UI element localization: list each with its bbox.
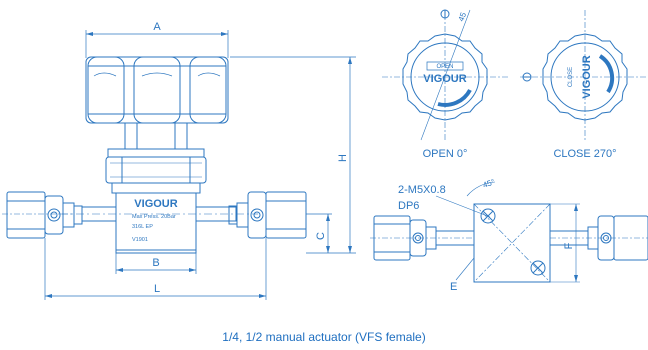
stem-neck [124,122,188,150]
close-caption: CLOSE 270° [553,148,616,160]
dimension-l-label: L [154,283,160,295]
body-brand-text: VIGOUR [134,198,177,210]
side-view: A [2,21,356,300]
dimension-f-label: F [563,242,575,249]
dimension-b: B [115,253,197,274]
body-model-text: V1901 [132,237,148,243]
angle-45-label: 45° [482,177,496,190]
bottom-right-fitting [549,215,648,261]
dimension-c: C [306,213,332,253]
open-brand-text: VIGOUR [423,73,466,85]
handle-open-view: 45 VIGOUR OPEN OPEN 0° [382,9,510,160]
dimension-a-label: A [153,21,161,33]
open-angle-label: 45 [457,11,469,23]
dimension-h: H [230,56,356,254]
open-caption: OPEN 0° [423,148,468,160]
close-brand-text: VIGOUR [581,55,593,98]
dimension-l: L [44,238,267,300]
close-state-text: CLOSE [568,67,574,87]
figure-caption: 1/4, 1/2 manual actuator (VFS female) [222,330,426,344]
handle-knob [85,56,229,124]
bottom-left-fitting [370,215,475,261]
left-fitting [2,191,83,239]
handle-close-view: VIGOUR CLOSE CLOSE 270° [520,10,648,160]
valve-body: VIGOUR Max Press. 20Bar 316L EP V1901 [115,192,197,254]
bonnet-nut [105,148,207,194]
dimension-h-label: H [337,154,349,162]
body-material-text: 316L EP [132,224,153,230]
dimension-c-label: C [315,232,327,240]
screw-label: 2-M5X0.8 [398,184,446,196]
bottom-view: 45° 2-M5X0.8 DP6 E F [370,177,648,293]
right-fitting [228,191,307,239]
dimension-e-label: E [450,281,457,293]
open-state-text: OPEN [436,64,453,70]
dimension-b-label: B [152,257,159,269]
depth-label: DP6 [398,200,419,212]
dimension-a: A [85,21,229,58]
body-pressure-text: Max Press. 20Bar [132,214,176,220]
